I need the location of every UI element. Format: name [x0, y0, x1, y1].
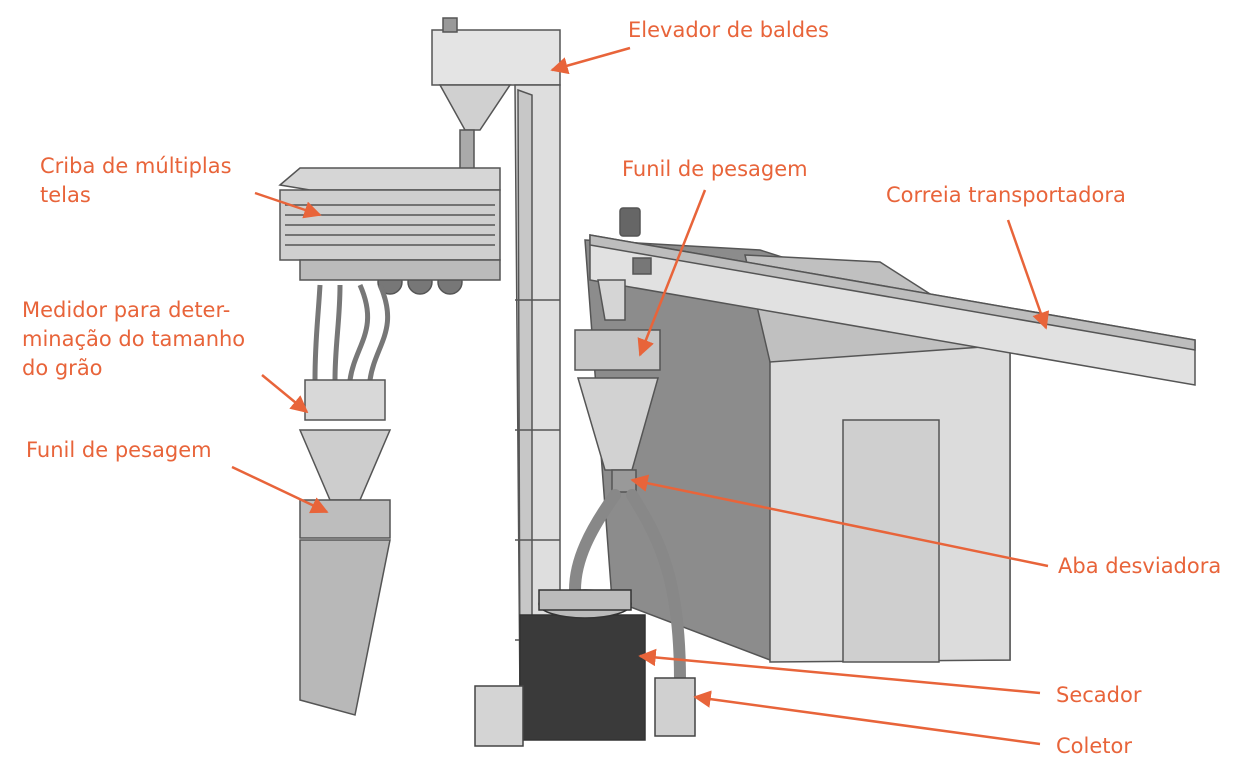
arrow-conveyor-belt: [1006, 219, 1050, 330]
label-sieve-line1: Criba de múltiplas: [40, 154, 232, 178]
conveyor-motor: [632, 257, 652, 275]
label-weigh-hopper-left: Funil de pesagem: [26, 436, 212, 465]
label-conveyor-belt: Correia transportadora: [886, 181, 1126, 210]
label-bucket-elevator-text: Elevador de baldes: [628, 18, 829, 42]
sieve-pipes: [312, 283, 391, 381]
label-dryer: Secador: [1056, 681, 1141, 710]
label-collector-text: Coletor: [1056, 734, 1132, 758]
arrow-sieve: [254, 191, 322, 219]
arrow-weigh-hopper-left: [231, 465, 329, 514]
arrow-collector: [693, 690, 1041, 746]
label-weigh-hopper-left-text: Funil de pesagem: [26, 438, 212, 462]
downpipes: [569, 489, 686, 686]
label-arrows: [231, 46, 1050, 746]
left-weigh-station: [298, 379, 392, 716]
label-grain-meter-line2: minação do tamanho: [22, 327, 246, 351]
label-diverter-flap-text: Aba desviadora: [1058, 554, 1222, 578]
arrow-grain-meter: [261, 374, 309, 414]
arrow-bucket-elevator: [550, 46, 631, 75]
label-diverter-flap: Aba desviadora: [1058, 552, 1221, 581]
arrow-weigh-hopper-top: [637, 189, 707, 357]
label-grain-meter-line3: do grão: [22, 356, 103, 380]
label-dryer-text: Secador: [1056, 683, 1142, 707]
label-bucket-elevator: Elevador de baldes: [628, 16, 829, 45]
control-cabinet: [474, 685, 524, 747]
label-collector: Coletor: [1056, 732, 1132, 761]
multi-screen-sieve: [278, 167, 501, 295]
label-sieve-line2: telas: [40, 183, 91, 207]
label-conveyor-belt-text: Correia transportadora: [886, 183, 1126, 207]
bucket-elevator: [431, 17, 561, 701]
collector-unit: [654, 677, 696, 737]
label-grain-meter-line1: Medidor para deter-: [22, 298, 231, 322]
label-grain-meter: Medidor para deter- minação do tamanho d…: [22, 296, 245, 383]
label-weigh-hopper-top: Funil de pesagem: [622, 155, 808, 184]
label-weigh-hopper-top-text: Funil de pesagem: [622, 157, 808, 181]
dryer-unit: [519, 589, 646, 741]
arrow-dryer: [638, 648, 1041, 695]
conveyor-drive: [619, 207, 641, 237]
arrow-diverter-flap: [630, 474, 1049, 568]
label-sieve: Criba de múltiplas telas: [40, 152, 232, 210]
